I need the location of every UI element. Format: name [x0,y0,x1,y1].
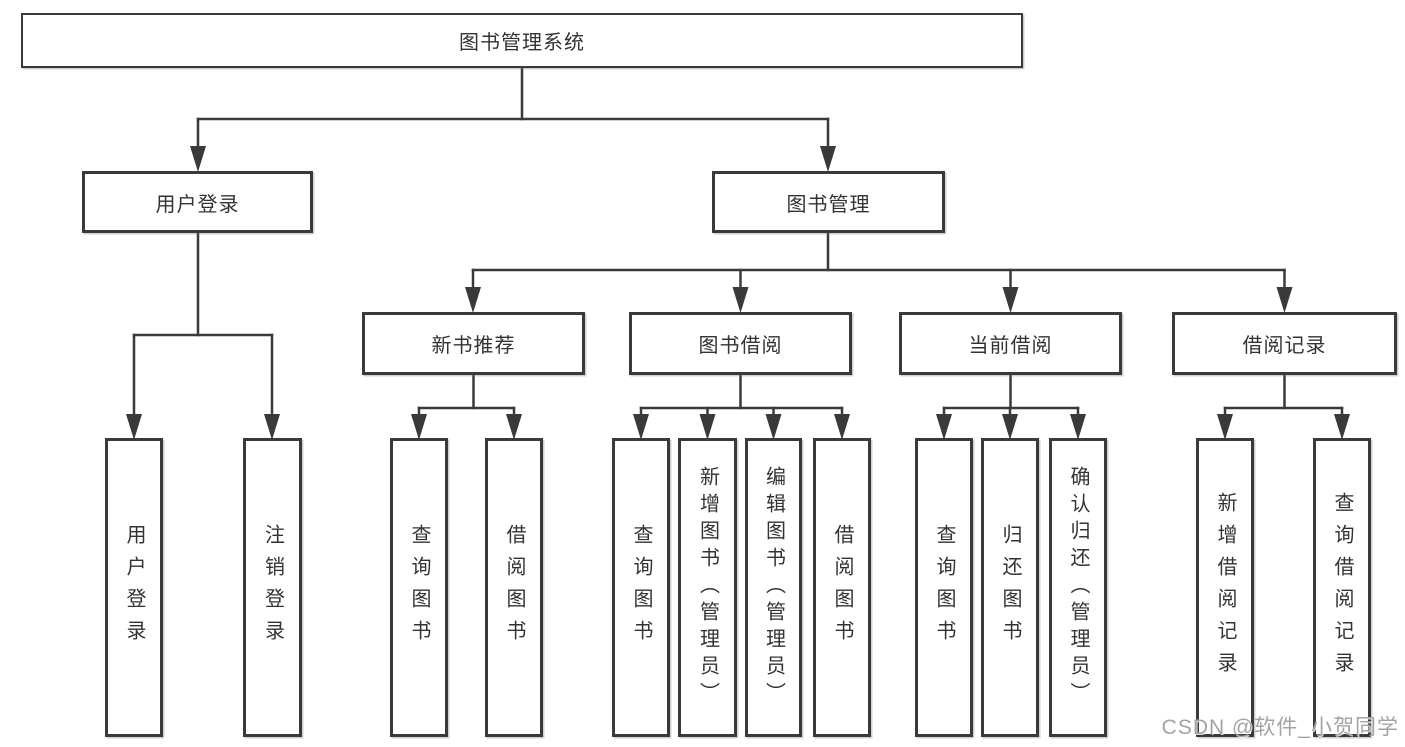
leaf-borrow-books-borrowing: 借阅图书 [813,438,871,737]
leaf-add-borrow-record-label: 新增借阅记录 [1214,491,1236,684]
node-library-management-system-label: 图书管理系统 [459,32,585,54]
node-library-management-system: 图书管理系统 [21,13,1023,68]
leaf-query-books-borrowing: 查询图书 [612,438,670,737]
node-book-borrowing-label: 图书借阅 [698,335,783,357]
node-borrowing-records-label: 借阅记录 [1242,335,1327,357]
leaf-query-books-borrowing-label: 查询图书 [630,523,652,652]
node-borrowing-records: 借阅记录 [1172,312,1397,375]
node-user-login: 用户登录 [82,171,313,233]
leaf-query-borrow-record-label: 查询借阅记录 [1331,491,1353,684]
leaf-query-borrow-record: 查询借阅记录 [1313,438,1371,737]
node-book-management-label: 图书管理 [786,193,871,216]
leaf-edit-book-admin: 编辑图书（管理员） [745,438,802,737]
node-new-book-recommendation-label: 新书推荐 [431,335,516,357]
leaf-logout: 注销登录 [243,438,302,737]
arrowheads [126,146,1350,440]
leaf-query-books-recommend-label: 查询图书 [408,523,430,652]
leaf-borrow-books-recommend-label: 借阅图书 [503,523,525,652]
leaf-query-books-recommend: 查询图书 [390,438,448,737]
leaf-query-books-current-label: 查询图书 [933,523,955,652]
node-book-management: 图书管理 [712,171,945,233]
watermark: CSDN @软件_小贺同学 [1161,716,1399,739]
leaf-logout-label: 注销登录 [261,523,284,652]
leaf-borrow-books-borrowing-label: 借阅图书 [831,523,853,652]
leaf-add-book-admin: 新增图书（管理员） [678,438,737,737]
node-current-borrowing: 当前借阅 [899,312,1122,375]
leaf-edit-book-admin-label: 编辑图书（管理员） [762,466,785,709]
node-new-book-recommendation: 新书推荐 [362,312,585,375]
node-current-borrowing-label: 当前借阅 [968,335,1053,357]
leaf-user-login-label: 用户登录 [123,523,145,652]
leaf-borrow-books-recommend: 借阅图书 [485,438,543,737]
leaf-add-book-admin-label: 新增图书（管理员） [696,466,719,709]
leaf-user-login: 用户登录 [105,438,163,737]
node-book-borrowing: 图书借阅 [629,312,852,375]
leaf-confirm-return-admin: 确认归还（管理员） [1049,438,1107,737]
leaf-return-books: 归还图书 [981,438,1039,737]
node-user-login-label: 用户登录 [155,193,240,216]
leaf-add-borrow-record: 新增借阅记录 [1196,438,1254,737]
leaf-confirm-return-admin-label: 确认归还（管理员） [1067,466,1089,709]
leaf-query-books-current: 查询图书 [915,438,973,737]
leaf-return-books-label: 归还图书 [999,523,1021,652]
